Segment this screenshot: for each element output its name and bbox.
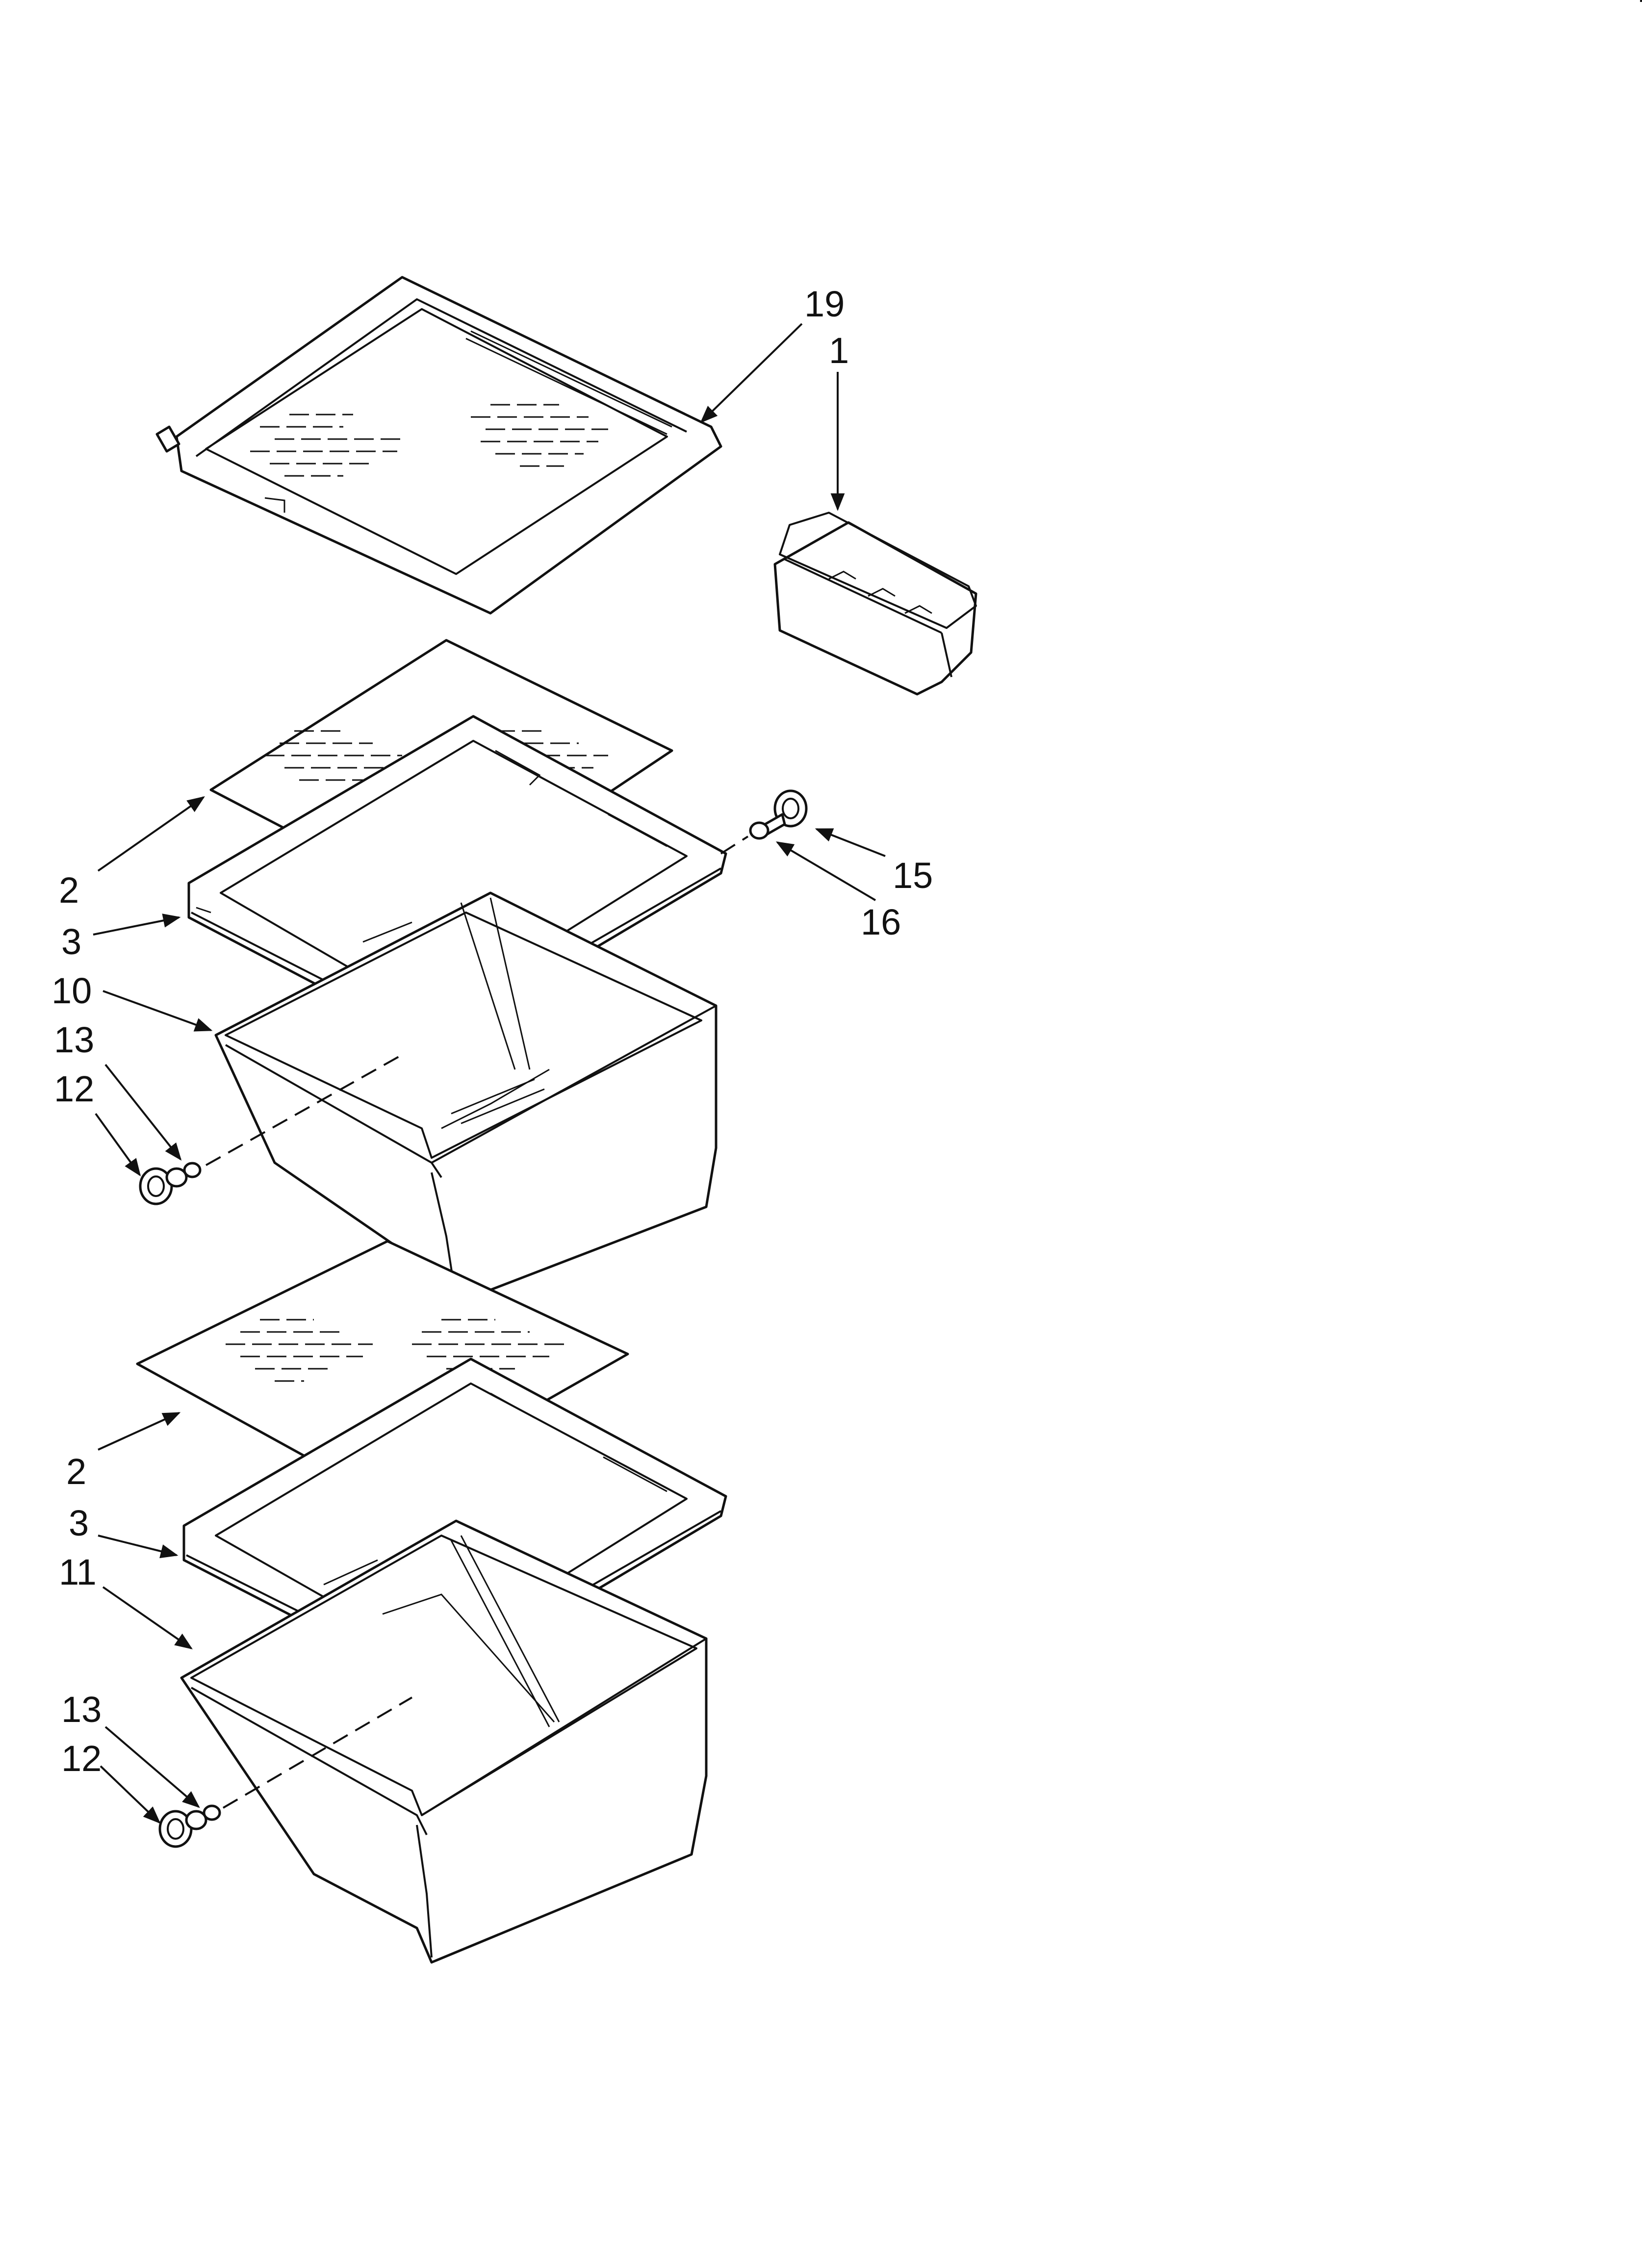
callout-13-lower: 13 bbox=[61, 1689, 102, 1730]
corner-mark bbox=[1640, 0, 1642, 2]
alignment-line bbox=[720, 835, 749, 855]
crisper-drawer-lower bbox=[180, 1519, 708, 1964]
crisper-drawer-upper bbox=[214, 891, 718, 1306]
callout-1: 1 bbox=[829, 330, 849, 371]
callout-12-lower: 12 bbox=[61, 1738, 102, 1779]
leader-lines bbox=[93, 323, 886, 1824]
glass-panel-lower bbox=[136, 1240, 629, 1498]
callout-3-upper: 3 bbox=[61, 921, 81, 962]
roller-lower bbox=[158, 1804, 221, 1848]
callout-2-lower: 2 bbox=[66, 1451, 86, 1492]
callout-13-upper: 13 bbox=[54, 1019, 94, 1060]
alignment-line bbox=[222, 1696, 413, 1809]
roller-upper bbox=[139, 1162, 202, 1205]
callout-12-upper: 12 bbox=[54, 1069, 94, 1109]
callout-3-lower: 3 bbox=[69, 1503, 89, 1543]
stop-pin bbox=[749, 789, 808, 840]
callout-19: 19 bbox=[804, 284, 845, 324]
callout-10: 10 bbox=[51, 970, 92, 1011]
callout-11: 11 bbox=[59, 1552, 97, 1592]
alignment-line bbox=[205, 1054, 403, 1166]
callout-15: 15 bbox=[893, 855, 933, 896]
top-shelf-assembly bbox=[155, 276, 722, 615]
bin-part-1 bbox=[773, 512, 977, 696]
callout-2-upper: 2 bbox=[59, 870, 79, 911]
callout-16: 16 bbox=[861, 902, 901, 942]
